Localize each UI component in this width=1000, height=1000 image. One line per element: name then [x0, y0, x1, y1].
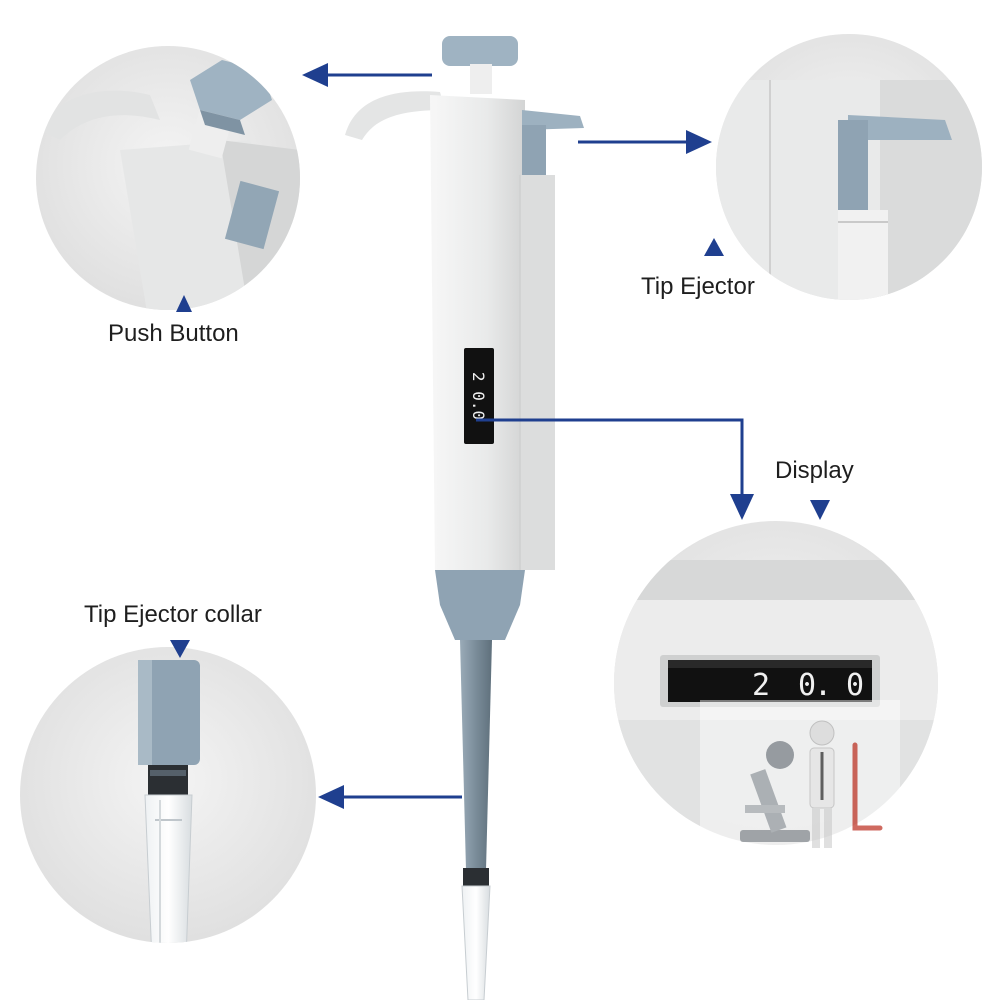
watermark-logo — [700, 700, 900, 870]
push-button-zoom-circle — [36, 46, 300, 310]
plunger-cap — [442, 36, 518, 66]
tip-ejector-collar-zoom-circle — [20, 647, 316, 943]
tip-ejector-button — [848, 115, 952, 140]
arrow-push-button — [302, 63, 432, 87]
label-push-button: Push Button — [108, 320, 239, 347]
label-display: Display — [775, 457, 854, 484]
pipette-body — [430, 95, 525, 570]
finger-hook — [345, 91, 445, 140]
pointer-push-button — [176, 295, 192, 312]
collar-zoomed — [138, 660, 200, 765]
pointer-tip-ejector — [704, 238, 724, 256]
display-decimal: . — [814, 668, 832, 703]
label-tip-ejector: Tip Ejector — [641, 273, 755, 300]
pipette-shaft — [460, 640, 492, 870]
arrow-tip-ejector-collar — [318, 785, 462, 809]
display-digit-1: 2 — [752, 668, 770, 703]
arrow-tip-ejector — [578, 130, 712, 154]
pointer-display — [810, 500, 830, 520]
arrow-display — [476, 418, 754, 520]
display-digit-2: 0 — [798, 668, 816, 703]
label-tip-ejector-collar: Tip Ejector collar — [84, 601, 262, 628]
tip-ejector-zoom-circle — [716, 34, 982, 300]
pointer-collar — [170, 640, 190, 658]
svg-text:2 0.0: 2 0.0 — [469, 372, 488, 420]
display-digit-3: 0 — [846, 668, 864, 703]
tip-ejector-on-body — [522, 125, 546, 175]
tip-ejector-collar — [435, 570, 525, 640]
pipette-tip — [461, 885, 491, 1000]
pipette: 2 0.0 — [345, 36, 584, 1000]
